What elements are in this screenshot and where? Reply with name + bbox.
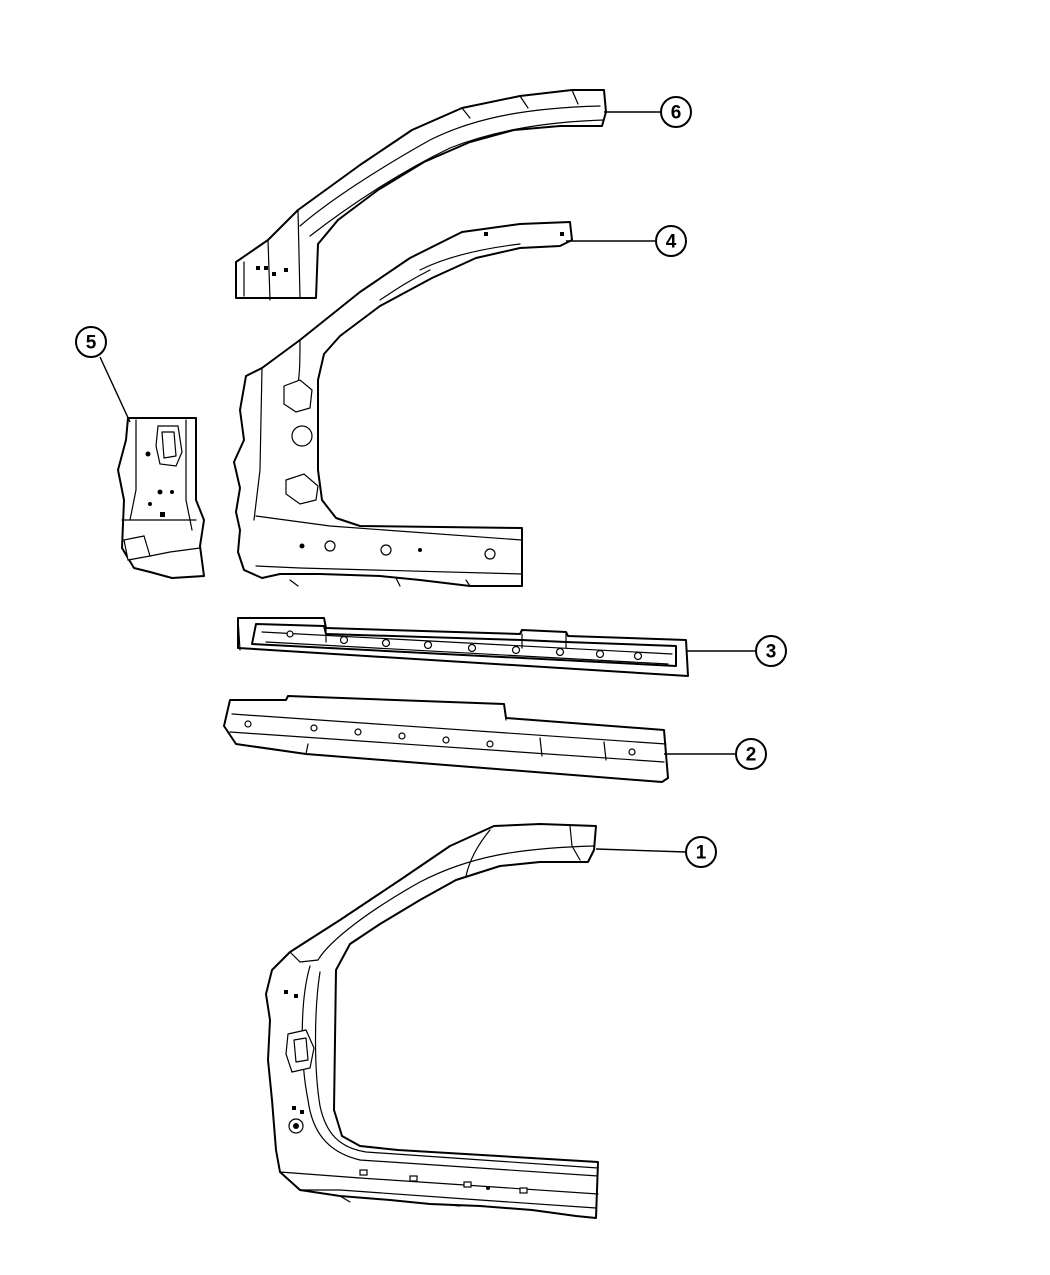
callout-6: 6 [660,96,692,128]
leader-line-5 [99,356,131,423]
callout-2: 2 [735,738,767,770]
callout-label-4: 4 [666,232,677,253]
callout-4: 4 [655,225,687,257]
part-3 [237,617,689,677]
part-4 [233,221,573,587]
leader-lines [99,111,756,853]
callout-label-5: 5 [86,333,97,354]
part-2 [223,695,669,783]
leader-line-1 [595,848,687,853]
callout-label-2: 2 [746,745,757,766]
callout-3: 3 [755,635,787,667]
callout-5: 5 [75,326,107,358]
callout-label-6: 6 [671,103,682,124]
callout-label-1: 1 [696,843,707,864]
callout-1: 1 [685,836,717,868]
part-6 [235,89,607,301]
part-5 [117,417,205,579]
callout-label-3: 3 [766,642,777,663]
part-1 [265,823,599,1219]
